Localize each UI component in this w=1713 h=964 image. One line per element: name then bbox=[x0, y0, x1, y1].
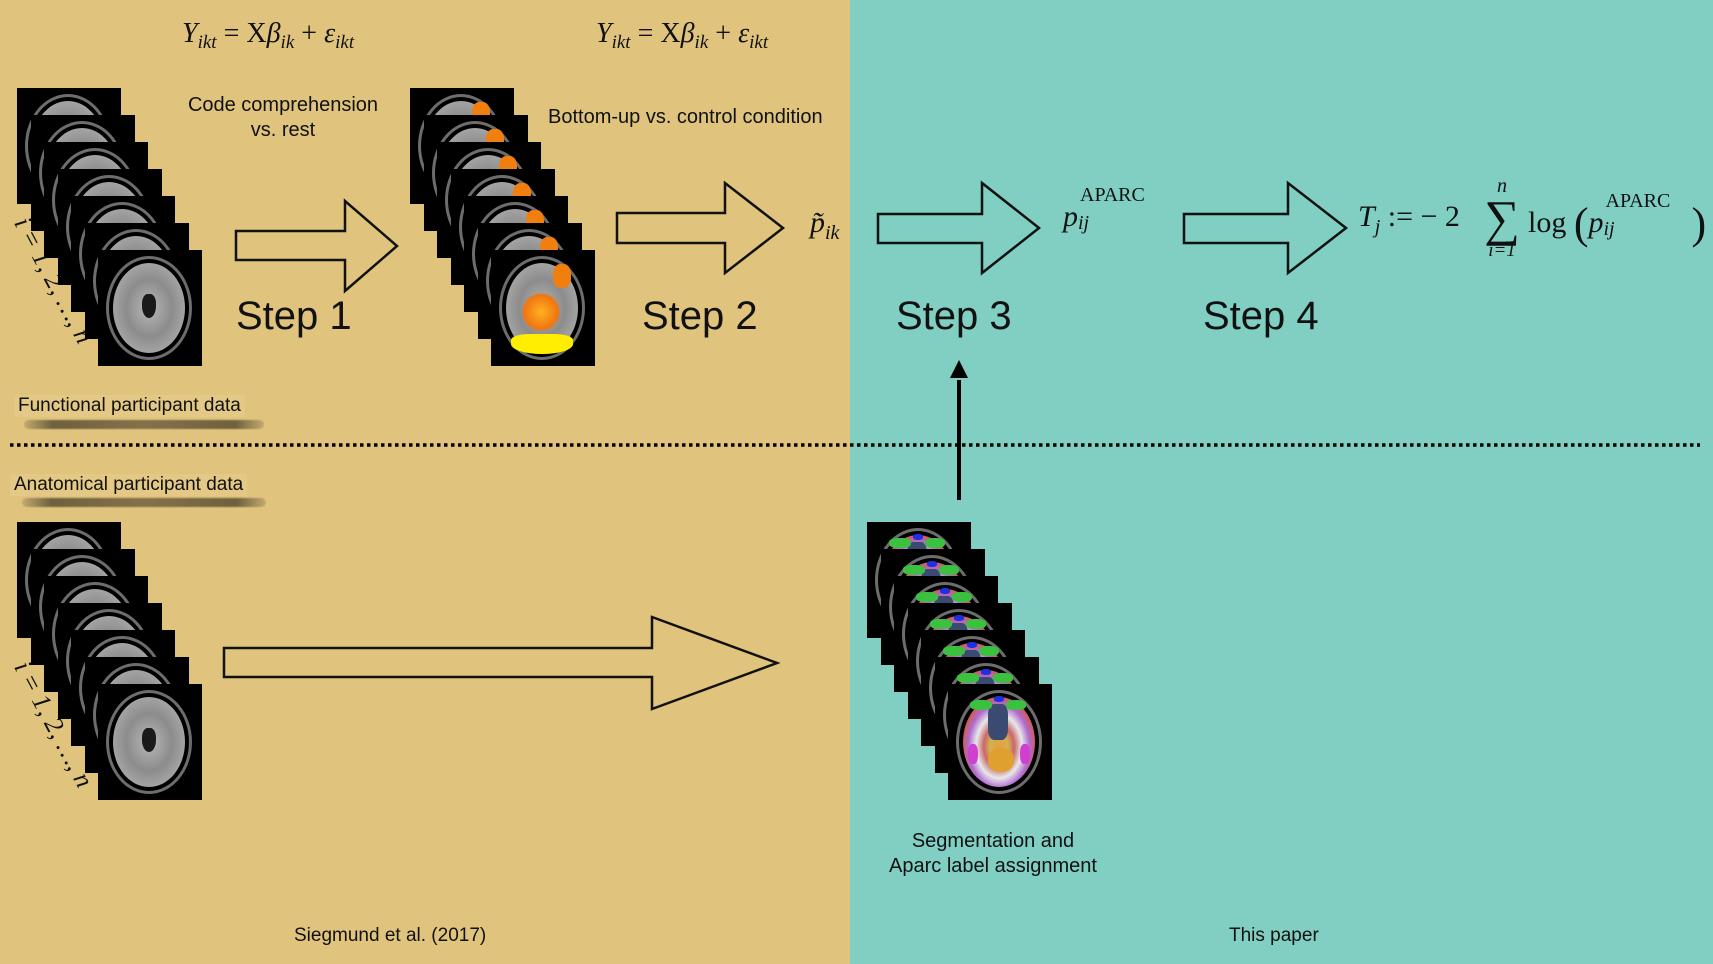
step2-arrow bbox=[615, 180, 786, 276]
segmentation-up-arrow-head bbox=[950, 360, 968, 378]
step-1-label: Step 1 bbox=[236, 294, 352, 338]
brain-slice bbox=[948, 684, 1052, 800]
segmentation-caption: Segmentation and Aparc label assignment bbox=[889, 830, 1097, 877]
p-tilde-ik: p̃ik bbox=[810, 206, 840, 244]
step1-arrow bbox=[234, 198, 399, 294]
brain-slice bbox=[98, 684, 202, 800]
source-prior-work: Siegmund et al. (2017) bbox=[294, 925, 487, 946]
step-3-label: Step 3 bbox=[896, 294, 1012, 338]
step4-arrow bbox=[1182, 180, 1349, 276]
fisher-combined-statistic: Tj := − 2 bbox=[1358, 200, 1460, 238]
step-4-label: Step 4 bbox=[1203, 294, 1319, 338]
anatomical-arrow bbox=[222, 615, 781, 711]
source-this-paper: This paper bbox=[1229, 925, 1319, 946]
step2-condition-label: Bottom-up vs. control condition bbox=[548, 106, 823, 128]
step3-arrow bbox=[876, 180, 1042, 276]
anatomical-data-tag: Anatomical participant data bbox=[10, 474, 248, 496]
glm-equation-step2: Yikt = Xβik + εikt bbox=[596, 18, 769, 53]
log-term: log (p APARC ij ) bbox=[1528, 190, 1707, 248]
step-2-label: Step 2 bbox=[642, 294, 758, 338]
this-paper-panel bbox=[850, 0, 1713, 964]
brain-slice bbox=[491, 250, 595, 366]
functional-data-tag: Functional participant data bbox=[14, 395, 245, 417]
sum-operator: n ∑ i=1 bbox=[1484, 175, 1520, 261]
anatomical-data-underline bbox=[22, 498, 266, 507]
glm-equation-step1: Yikt = Xβik + εikt bbox=[182, 18, 355, 53]
functional-data-underline bbox=[24, 420, 264, 429]
step1-condition-label: Code comprehension vs. rest bbox=[187, 94, 379, 141]
p-aparc-ij: p APARC ij bbox=[1063, 184, 1145, 234]
brain-slice bbox=[98, 250, 202, 366]
